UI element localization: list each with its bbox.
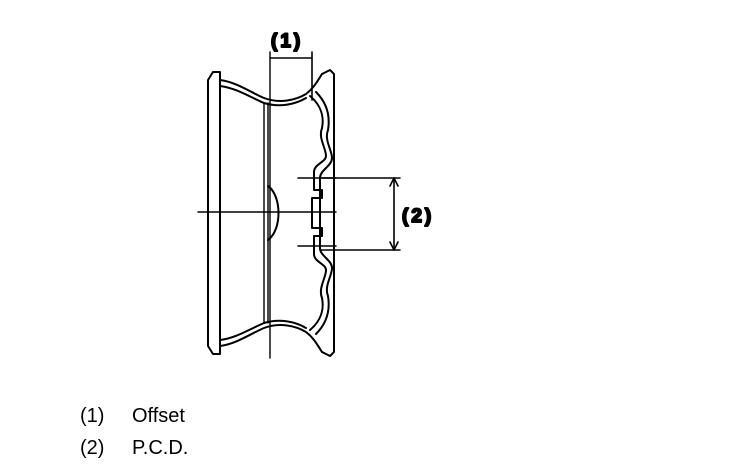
legend-label: P.C.D.: [132, 437, 189, 459]
legend-item-pcd: (2) P.C.D.: [80, 432, 188, 464]
rim-barrel: [219, 73, 323, 353]
legend-label: Offset: [132, 405, 185, 427]
pcd-dimension: [319, 177, 401, 251]
legend: (1) Offset (2) P.C.D.: [80, 400, 188, 464]
offset-callout: (1): [271, 31, 303, 52]
inner-rim-flange: [321, 69, 335, 357]
hub-bulge: [267, 185, 280, 241]
legend-number: (1): [80, 405, 105, 427]
centerlines: [197, 51, 337, 359]
wheel-disc: [309, 91, 333, 335]
outer-rim-flange: [207, 71, 221, 355]
pcd-callout: (2): [402, 206, 434, 227]
offset-dimension: [269, 51, 313, 101]
legend-number: (2): [80, 437, 105, 459]
legend-item-offset: (1) Offset: [80, 400, 188, 432]
